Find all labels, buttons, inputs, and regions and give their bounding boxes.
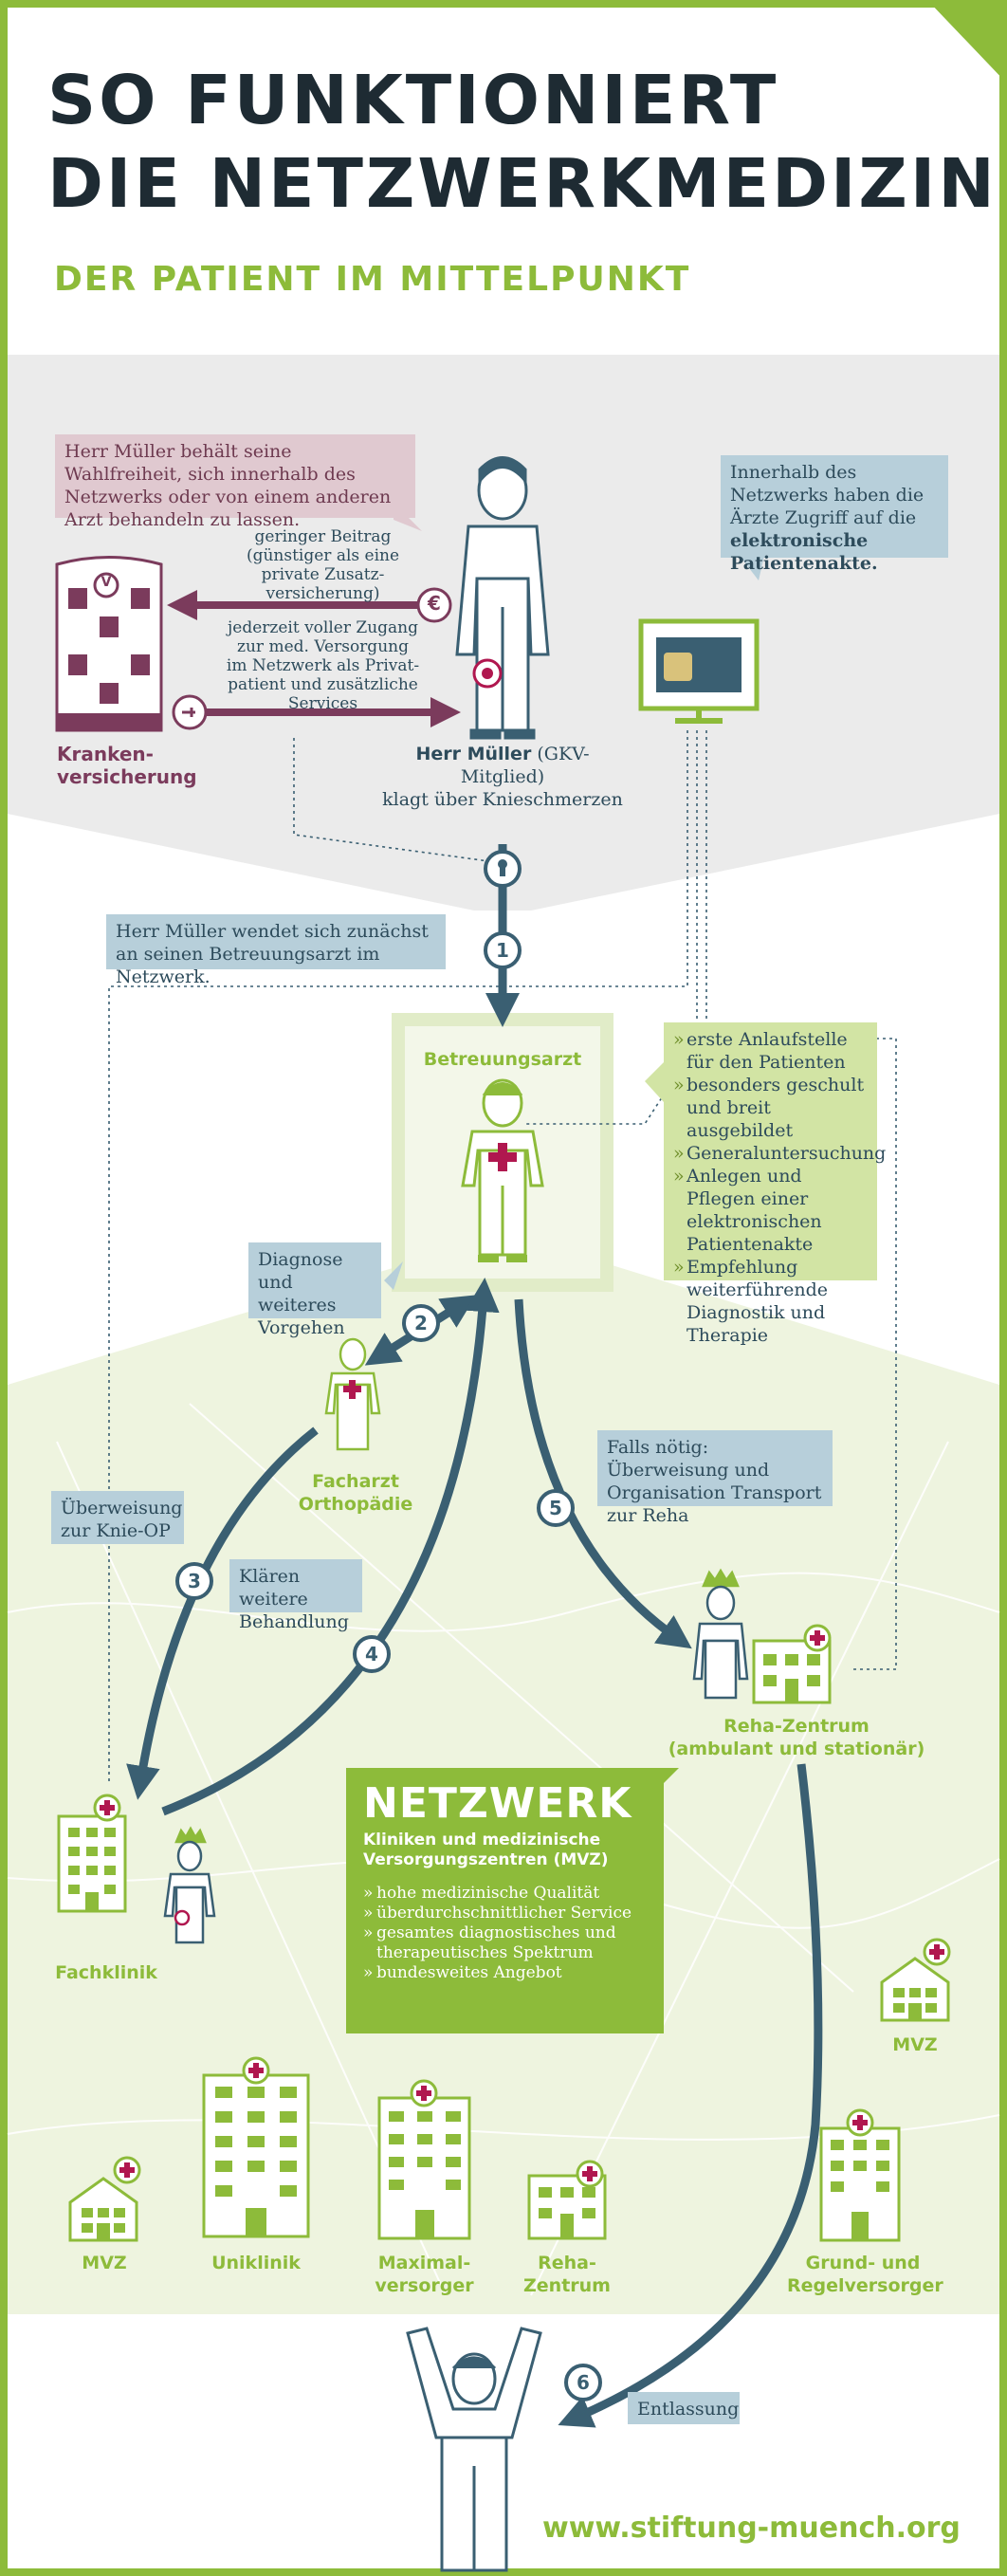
- reha-patient-figure-icon: [692, 1568, 749, 1700]
- patientenakte-bold: elektronische Patientenakte.: [730, 530, 878, 574]
- step6-note: Entlassung: [628, 2392, 740, 2424]
- netzwerk-box: NETZWERK Kliniken und medizinische Verso…: [346, 1768, 664, 2033]
- specialist-figure-icon: [324, 1337, 381, 1451]
- betreuungsarzt-label: Betreuungsarzt: [423, 1049, 582, 1070]
- maximalversorger-label: Maximal- versorger: [375, 2253, 474, 2296]
- ba-item: Empfehlung weiter­führende Diagnostik un…: [673, 1256, 868, 1347]
- step-number-6: 6: [577, 2371, 590, 2394]
- patient-caption: Herr Müller (GKV-Mitglied) klagt über Kn…: [379, 743, 626, 811]
- monitor-patient-record-icon: [638, 618, 760, 724]
- mvz-left-label: MVZ: [82, 2253, 127, 2273]
- patient-complaint: klagt über Knieschmerzen: [382, 789, 623, 810]
- fachklinik-patient-figure-icon: [163, 1826, 216, 1944]
- title-line-1: SO FUNKTIONIERT: [47, 61, 779, 139]
- step2-note: Diagnose und weiteres Vorgehen: [248, 1242, 381, 1338]
- step-number-4: 4: [365, 1643, 378, 1665]
- page-title: SO FUNKTIONIERT DIE NETZWERKMEDIZIN: [47, 59, 998, 226]
- patient-name: Herr Müller: [415, 744, 532, 764]
- uniklinik-label: Uniklinik: [211, 2253, 301, 2273]
- euro-icon: €: [428, 592, 441, 615]
- ba-item: Generaluntersuchung: [673, 1142, 886, 1165]
- reha-label: Reha-Zentrum (ambulant und stationär): [668, 1716, 925, 1759]
- patient-figure-icon: [455, 456, 550, 740]
- step-number-1: 1: [496, 939, 509, 962]
- ba-item: erste Anlaufstelle für den Patienten: [673, 1028, 868, 1074]
- patient-status: (GKV-Mitglied): [460, 744, 590, 787]
- facharzt-label: Facharzt Orthopädie: [298, 1471, 413, 1515]
- net-item: bundesweites Angebot: [363, 1963, 647, 1983]
- step5-note: Falls nötig: Überweisung und Organisatio…: [597, 1430, 833, 1526]
- reha-zentrum-label: Reha- Zentrum: [523, 2253, 611, 2296]
- beitrag-label: geringer Beitrag (günstiger als eine pri…: [246, 527, 400, 603]
- net-item: gesamtes diagnostisches und therapeutisc…: [363, 1923, 647, 1963]
- step-number-3: 3: [188, 1570, 201, 1592]
- betreuungsarzt-features: erste Anlaufstelle für den Patientenbeso…: [664, 1022, 886, 1346]
- ba-item: besonders geschult und breit ausgebildet: [673, 1074, 868, 1142]
- title-line-2: DIE NETZWERKMEDIZIN: [47, 144, 998, 223]
- fachklinik-label: Fachklinik: [55, 1962, 157, 1983]
- step4-note: Klären weitere Behandlung: [229, 1559, 362, 1632]
- net-item: überdurchschnittlicher Service: [363, 1904, 647, 1923]
- krankenversicherung-label: Kranken- versicherung: [57, 743, 197, 788]
- ba-item: Anlegen und Pflegen einer elektronischen…: [673, 1165, 868, 1256]
- insurance-badge-icon: V: [101, 575, 112, 590]
- netzwerk-subtitle: Kliniken und medizinische Versorgungszen…: [363, 1831, 609, 1869]
- netzwerk-title: NETZWERK: [363, 1779, 632, 1828]
- net-item: hohe medizinische Qualität: [363, 1884, 647, 1904]
- insurance-building-icon: [55, 556, 163, 732]
- betreuungsarzt-feature-list: erste Anlaufstelle für den Patientenbeso…: [673, 1028, 886, 1347]
- reha-building-icon: [752, 1639, 832, 1704]
- wahlfreiheit-note: Herr Müller behält seine Wahlfreiheit, s…: [55, 434, 415, 530]
- grund-regelversorger-label: Grund- und Regelversorger: [787, 2253, 943, 2296]
- footer-url-link[interactable]: www.stiftung-muench.org: [542, 2512, 961, 2545]
- patientenakte-text: Innerhalb des Netzwerks haben die Ärzte …: [730, 462, 925, 528]
- patientenakte-note: Innerhalb des Netzwerks haben die Ärzte …: [721, 455, 948, 574]
- step3-note: Überweisung zur Knie-OP: [51, 1491, 184, 1544]
- zugang-label: jederzeit voller Zugang zur med. Versorg…: [226, 618, 420, 713]
- step1-note: Herr Müller wendet sich zunächst an sein…: [106, 914, 446, 987]
- discharged-patient-figure-icon: [406, 2327, 542, 2572]
- mvz-right-label: MVZ: [892, 2034, 938, 2055]
- step-number-2: 2: [414, 1312, 428, 1334]
- step-number-5: 5: [549, 1497, 562, 1519]
- netzwerk-feature-list: hohe medizinische Qualitätüberdurchschni…: [363, 1884, 647, 1983]
- page-subtitle: DER PATIENT IM MITTELPUNKT: [54, 260, 691, 299]
